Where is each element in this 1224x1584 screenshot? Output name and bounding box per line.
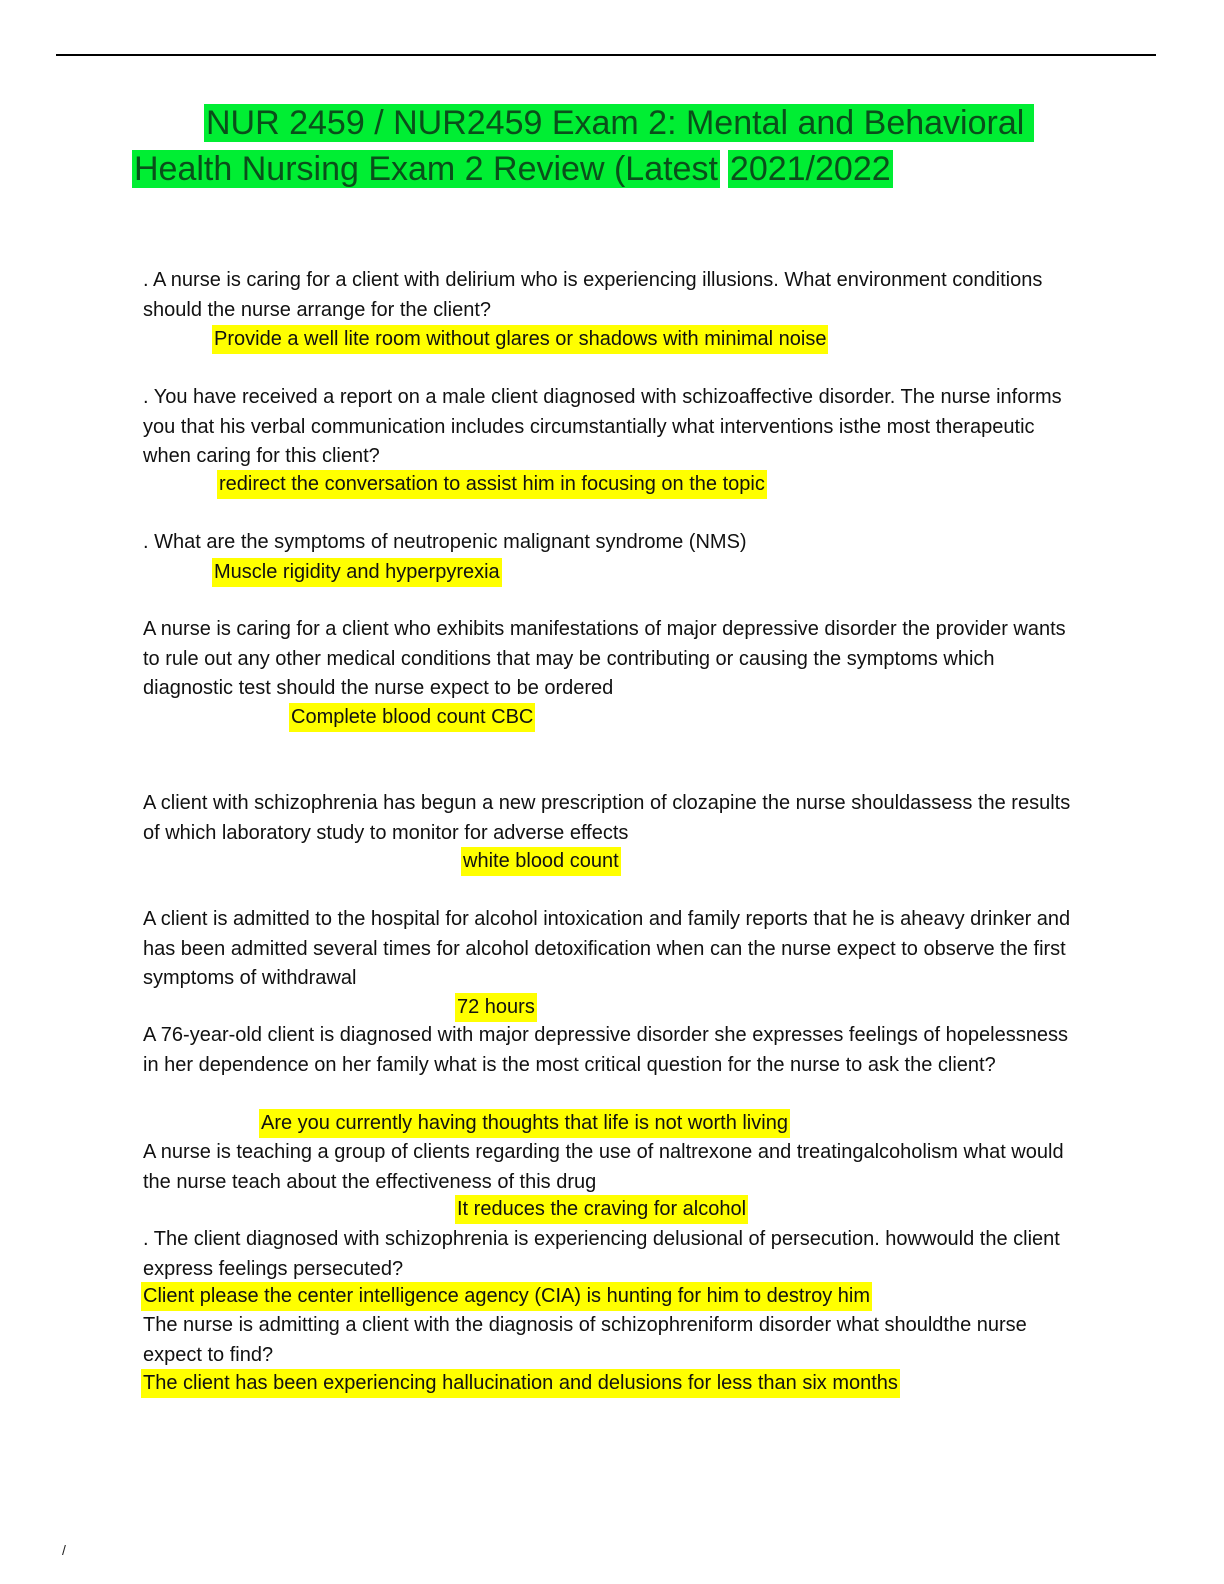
answer-5: white blood count (461, 847, 621, 876)
question-1: . A nurse is caring for a client with de… (143, 269, 1043, 321)
question-9: . The client diagnosed with schizophreni… (143, 1228, 1060, 1280)
answer-1: Provide a well lite room without glares … (212, 325, 829, 354)
answer-4: Complete blood count CBC (289, 703, 536, 732)
answer-7: Are you currently having thoughts that l… (259, 1109, 790, 1138)
question-5: A client with schizophrenia has begun a … (143, 792, 1071, 844)
answer-2: redirect the conversation to assist him … (217, 470, 767, 499)
title-line-2b: 2021/2022 (727, 150, 893, 188)
top-rule (56, 54, 1156, 56)
title-line-2a: Health Nursing Exam 2 Review (Latest (132, 150, 720, 188)
answer-8: It reduces the craving for alcohol (455, 1195, 749, 1224)
question-4: A nurse is caring for a client who exhib… (143, 618, 1066, 699)
answer-10: The client has been experiencing halluci… (141, 1369, 900, 1398)
question-8: A nurse is teaching a group of clients r… (143, 1141, 1064, 1193)
footer-mark: / (62, 1542, 66, 1558)
question-10: The nurse is admitting a client with the… (143, 1314, 1027, 1366)
question-2: . You have received a report on a male c… (143, 386, 1062, 467)
answer-3: Muscle rigidity and hyperpyrexia (212, 558, 502, 587)
title-line-1: NUR 2459 / NUR2459 Exam 2: Mental and Be… (204, 104, 1035, 142)
document-title: NUR 2459 / NUR2459 Exam 2: Mental and Be… (132, 100, 1072, 192)
answer-6: 72 hours (455, 993, 537, 1022)
answer-9: Client please the center intelligence ag… (141, 1282, 873, 1311)
question-6: A client is admitted to the hospital for… (143, 908, 1071, 989)
question-3: . What are the symptoms of neutropenic m… (143, 531, 747, 553)
question-7: A 76-year-old client is diagnosed with m… (143, 1024, 1068, 1076)
